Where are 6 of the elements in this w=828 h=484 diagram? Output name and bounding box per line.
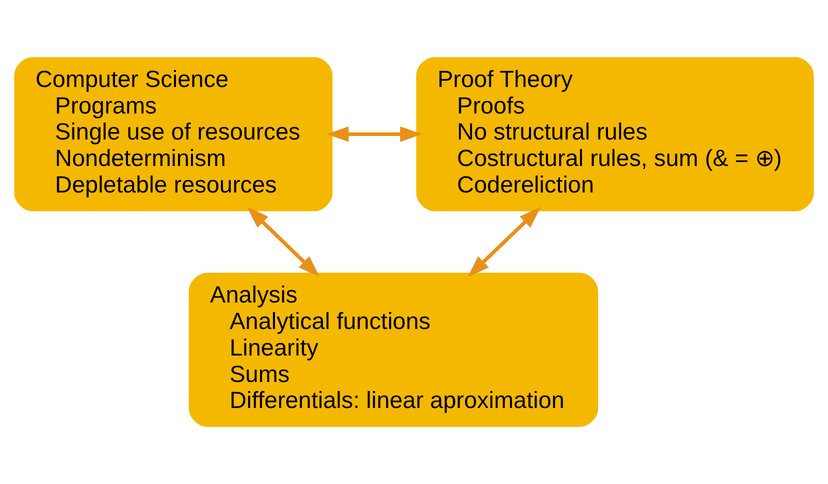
node-box: Analysis Analytical functions Linearity Sums Differentials: linear aproximation bbox=[188, 272, 598, 427]
arrow bbox=[246, 206, 320, 278]
node-box: Proof Theory Proofs No structural rules Costructural rules, sum (& = ⊕) Codereliction bbox=[416, 57, 814, 212]
arrow bbox=[468, 206, 541, 278]
arrow bbox=[326, 126, 422, 142]
node-box: Computer Science Programs Single use of resources Nondeterminism Depletable resources bbox=[14, 57, 333, 212]
